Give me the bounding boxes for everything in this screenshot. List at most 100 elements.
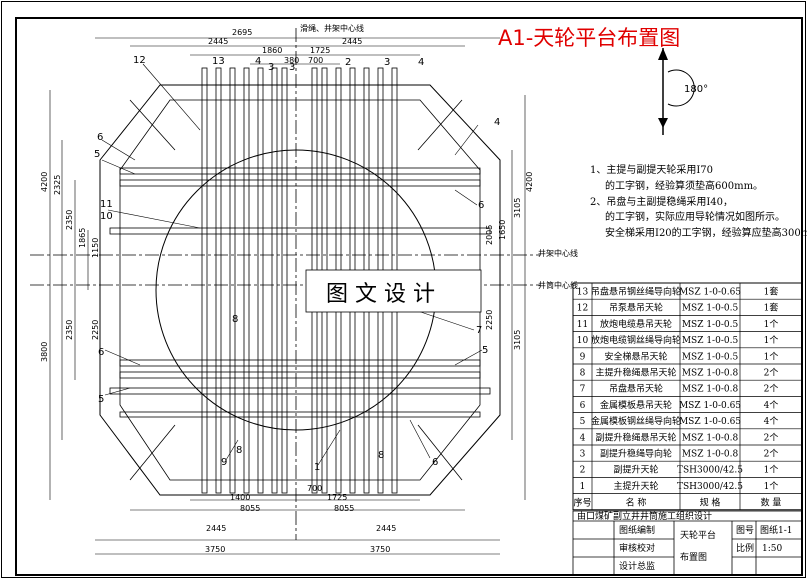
parts-row-name: 副提升稳绳导向轮 bbox=[600, 448, 672, 460]
parts-row-no: 1 bbox=[580, 482, 586, 492]
vertical-beam bbox=[271, 67, 278, 494]
parts-row-no: 9 bbox=[580, 352, 586, 362]
scale-value: 1:50 bbox=[762, 544, 782, 554]
dim-bottom-7: 3750 bbox=[205, 545, 225, 554]
parts-row-name: 放炮电缆悬吊天轮 bbox=[600, 318, 672, 330]
callout-6a: 6 bbox=[97, 132, 103, 143]
frame-centerline-label: 井架中心线 bbox=[538, 248, 578, 258]
parts-row-qty: 2个 bbox=[764, 384, 779, 395]
dim-right-4: 2250 bbox=[485, 310, 494, 330]
watermark-text: 图 文 设 计 bbox=[326, 282, 435, 307]
callout-8c: 8 bbox=[236, 445, 242, 456]
callout-7: 7 bbox=[476, 325, 482, 336]
vertical-beam bbox=[215, 67, 222, 494]
callout-4a: 4 bbox=[255, 56, 261, 67]
parts-row-spec: MSZ 1-0-0.65 bbox=[679, 288, 741, 298]
parts-header-spec: 规 格 bbox=[700, 497, 721, 509]
callout-10: 10 bbox=[100, 211, 113, 222]
note-line-4: 的工字钢，实际应用导轮情况如图所示。 bbox=[605, 210, 785, 223]
parts-row-spec: TSH3000/42.5 bbox=[677, 466, 743, 476]
parts-row-qty: 1个 bbox=[764, 319, 779, 330]
vertical-beam bbox=[243, 67, 250, 494]
parts-row-qty: 2个 bbox=[764, 449, 779, 460]
part-callout-numbers: 12 13 4 3 3 2 3 4 6 5 11 10 6 5 8 6 9 8 … bbox=[94, 55, 500, 473]
title-block-text: 由口煤矿副立井井筒施工组织设计 图纸编制 审核校对 设计总监 天轮平台 布置图 … bbox=[577, 510, 793, 572]
shaft-centerline-label: 井筒中心线 bbox=[538, 280, 578, 290]
callout-5b: 5 bbox=[98, 394, 104, 405]
parts-row-name: 金属模板钢丝绳导向轮 bbox=[591, 415, 681, 427]
dim-right-5: 3105 bbox=[513, 330, 522, 350]
callout-11: 11 bbox=[100, 199, 113, 210]
drawing-no-label: 图号 bbox=[736, 525, 754, 536]
dim-bottom-0: 1400 bbox=[230, 493, 250, 502]
callout-3c: 3 bbox=[384, 57, 390, 68]
title-block-drawing-name-2: 布置图 bbox=[680, 551, 707, 563]
parts-row-qty: 1个 bbox=[764, 465, 779, 476]
dim-left-4: 1150 bbox=[91, 238, 100, 258]
parts-row-no: 13 bbox=[577, 288, 589, 298]
rotation-label: 180° bbox=[684, 84, 708, 95]
design-notes: 1、主提与副提天轮采用I70 的工字钢，经验算须垫高600mm。 2、吊盘与主副… bbox=[590, 163, 807, 239]
dim-right-1: 3105 bbox=[513, 198, 522, 218]
dim-bottom-1: 1725 bbox=[327, 493, 347, 502]
parts-row-no: 11 bbox=[577, 320, 588, 330]
callout-5a: 5 bbox=[94, 149, 100, 160]
dimension-lines bbox=[49, 37, 526, 555]
parts-row-no: 5 bbox=[580, 417, 586, 427]
callout-3a: 3 bbox=[268, 62, 274, 73]
parts-row-no: 6 bbox=[580, 401, 586, 411]
parts-row-no: 8 bbox=[580, 369, 586, 379]
role-director: 设计总监 bbox=[619, 560, 655, 572]
dim-bottom-4: 8055 bbox=[334, 504, 354, 513]
parts-row-name: 放炮电缆钢丝绳导向轮 bbox=[591, 334, 681, 346]
parts-header-name: 名 称 bbox=[626, 497, 647, 509]
role-drafted: 图纸编制 bbox=[619, 524, 655, 536]
parts-row-qty: 1套 bbox=[764, 302, 779, 314]
vertical-beam bbox=[281, 67, 288, 494]
dim-top-0: 2695 bbox=[232, 28, 252, 37]
callout-3b: 3 bbox=[289, 62, 295, 73]
parts-row-name: 副提升天轮 bbox=[613, 464, 658, 476]
dim-left-2: 2350 bbox=[65, 210, 74, 230]
dim-bottom-3: 8055 bbox=[240, 504, 260, 513]
dim-left-1: 2325 bbox=[53, 175, 62, 195]
parts-row-name: 主提升天轮 bbox=[613, 480, 658, 492]
callout-8b: 8 bbox=[378, 450, 384, 461]
part-callouts bbox=[101, 63, 483, 466]
title-block-drawing-name-1: 天轮平台 bbox=[680, 529, 716, 541]
parts-row-no: 10 bbox=[577, 336, 589, 346]
callout-1: 1 bbox=[314, 462, 320, 473]
dim-left-6: 2250 bbox=[91, 320, 100, 340]
title-block bbox=[572, 510, 803, 576]
vertical-beam bbox=[229, 67, 236, 494]
parts-row-name: 吊盘悬吊天轮 bbox=[609, 383, 663, 395]
dim-top-2: 2445 bbox=[342, 37, 362, 46]
parts-row-name: 吊盘悬吊钢丝绳导向轮 bbox=[591, 286, 681, 298]
watermark-box bbox=[305, 269, 482, 313]
callout-5c: 5 bbox=[482, 345, 488, 356]
vertical-beam bbox=[257, 67, 264, 494]
parts-row-name: 安全梯悬吊天轮 bbox=[604, 350, 667, 362]
parts-header-no: 序号 bbox=[573, 497, 591, 509]
vertical-beam bbox=[201, 67, 208, 494]
dimension-texts: 2695 2445 2445 1860 1725 380 700 1400 17… bbox=[40, 28, 534, 554]
dim-top-6: 700 bbox=[308, 56, 323, 65]
dim-right-2: 2005 bbox=[485, 225, 494, 245]
top-centerline-label: 滑绳、井架中心线 bbox=[300, 23, 364, 33]
note-line-1: 1、主提与副提天轮采用I70 bbox=[590, 163, 713, 176]
callout-4c: 4 bbox=[494, 117, 500, 128]
dim-left-7: 3800 bbox=[40, 342, 49, 362]
dim-top-1: 2445 bbox=[208, 37, 228, 46]
parts-row-spec: MSZ 1-0-0.5 bbox=[682, 336, 739, 346]
callout-2: 2 bbox=[345, 57, 351, 68]
parts-row-spec: MSZ 1-0-0.65 bbox=[679, 401, 741, 411]
parts-header-qty: 数 量 bbox=[761, 497, 782, 509]
company-name: 由口煤矿副立井井筒施工组织设计 bbox=[577, 510, 712, 522]
parts-row-qty: 1个 bbox=[764, 351, 779, 362]
dim-top-4: 1725 bbox=[310, 46, 330, 55]
dim-left-0: 4200 bbox=[40, 172, 49, 192]
note-line-3: 2、吊盘与主副提稳绳采用I40， bbox=[590, 195, 733, 208]
callout-6b: 6 bbox=[98, 347, 104, 358]
parts-row-no: 12 bbox=[577, 304, 588, 314]
